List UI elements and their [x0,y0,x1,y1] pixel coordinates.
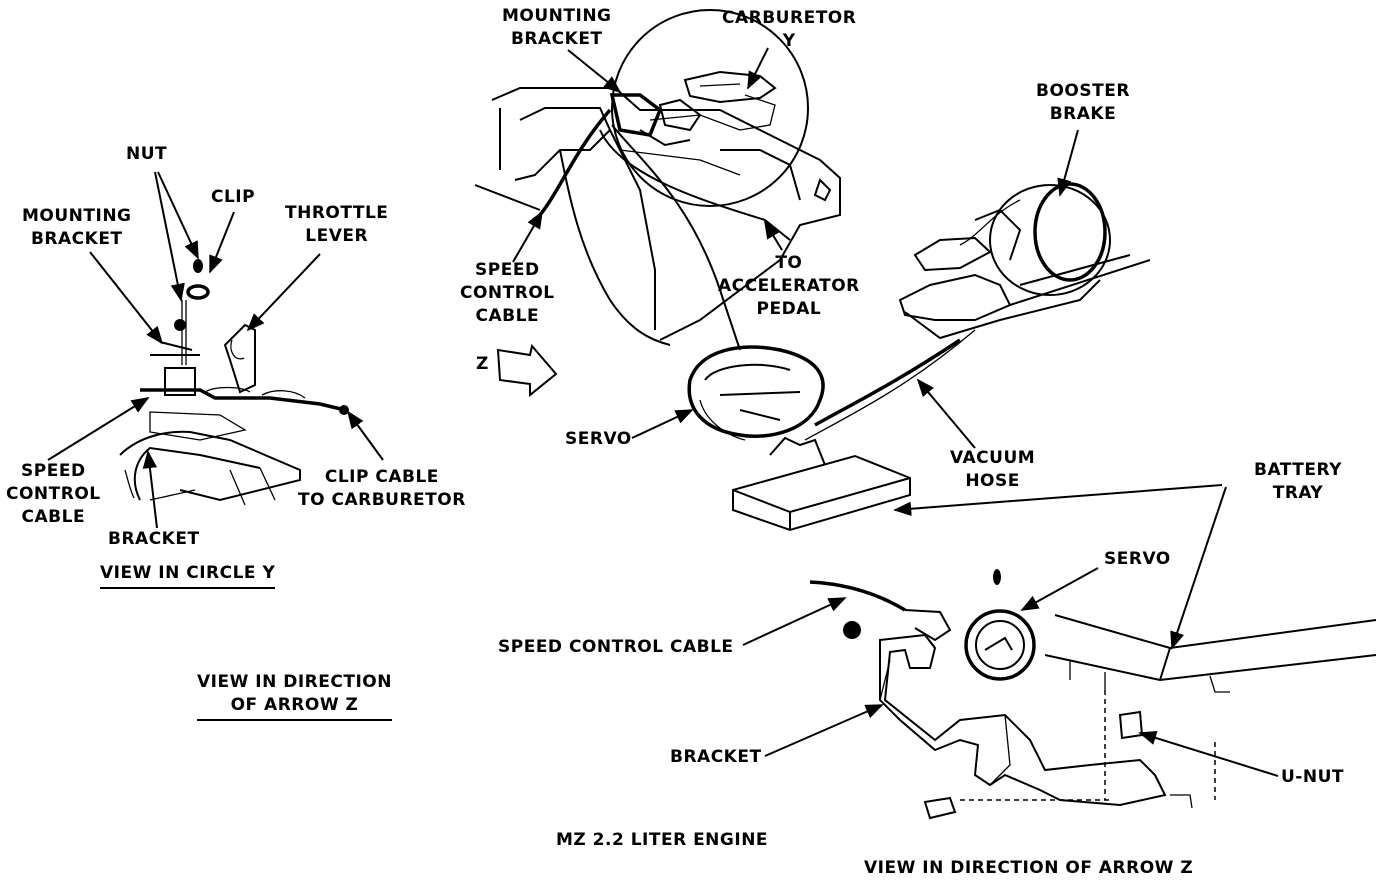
label-z-speed-control-cable: SPEED CONTROL CABLE [498,637,734,657]
caption-view-in-circle-y: VIEW IN CIRCLE Y [100,562,276,589]
leader-carburetor [747,47,769,90]
label-nut: NUT [126,144,168,164]
leader-bracket [142,450,158,529]
label-clip: CLIP [211,187,256,207]
leader-clip [209,211,235,274]
leader-main-servo [631,409,694,439]
leader-nut-1 [154,171,185,302]
caption-view-arrow-z-bottom: VIEW IN DIRECTION OF ARROW Z [864,858,1194,878]
label-z-marker: Z [476,354,489,374]
label-main-speed-control-cable: SPEED CONTROL CABLE [460,260,555,326]
leader-battery-tray-1 [893,484,1223,516]
label-mounting-bracket: MOUNTING BRACKET [22,206,132,249]
label-booster-brake: BOOSTER BRAKE [1036,81,1130,124]
label-carburetor: CARBURETOR Y [722,8,857,51]
leader-throttle-lever [246,253,321,332]
direction-arrow-z [496,343,558,398]
leader-nut-2 [157,171,199,260]
label-main-servo: SERVO [565,429,632,449]
leader-mounting-bracket [89,251,164,345]
label-speed-control-cable-left: SPEED CONTROL CABLE [6,461,101,527]
label-vacuum-hose: VACUUM HOSE [950,448,1036,491]
label-battery-tray: BATTERY TRAY [1254,460,1342,503]
label-z-servo: SERVO [1104,549,1171,569]
leader-z-servo [1020,567,1099,611]
label-clip-cable: CLIP CABLE TO CARBURETOR [298,467,466,510]
leader-u-nut [1138,730,1279,777]
label-throttle-lever: THROTTLE LEVER [285,203,389,246]
label-z-bracket: BRACKET [670,747,762,767]
label-to-accelerator-pedal: TO ACCELERATOR PEDAL [718,253,860,319]
leader-z-bracket [764,704,884,757]
leader-z-speed-control-cable [742,597,847,646]
leader-clip-cable [346,410,384,461]
leader-speed-control-cable [47,397,150,461]
arrow-z-drawing [742,567,1376,820]
main-engine-drawing [474,9,1227,650]
circle-y-drawing [47,171,384,529]
leader-battery-tray-2 [1170,486,1227,650]
leader-to-accelerator [764,220,783,251]
label-u-nut: U-NUT [1281,767,1344,787]
leader-main-speed-control-cable [512,210,543,263]
label-main-mounting-bracket: MOUNTING BRACKET [502,6,612,49]
label-bracket-left: BRACKET [108,529,200,549]
circle-y [611,9,809,207]
leader-vacuum-hose [916,378,976,449]
caption-view-direction-arrow-z: VIEW IN DIRECTION OF ARROW Z [197,671,392,721]
caption-engine: MZ 2.2 LITER ENGINE [556,830,769,850]
leader-main-mounting-bracket [567,49,622,94]
